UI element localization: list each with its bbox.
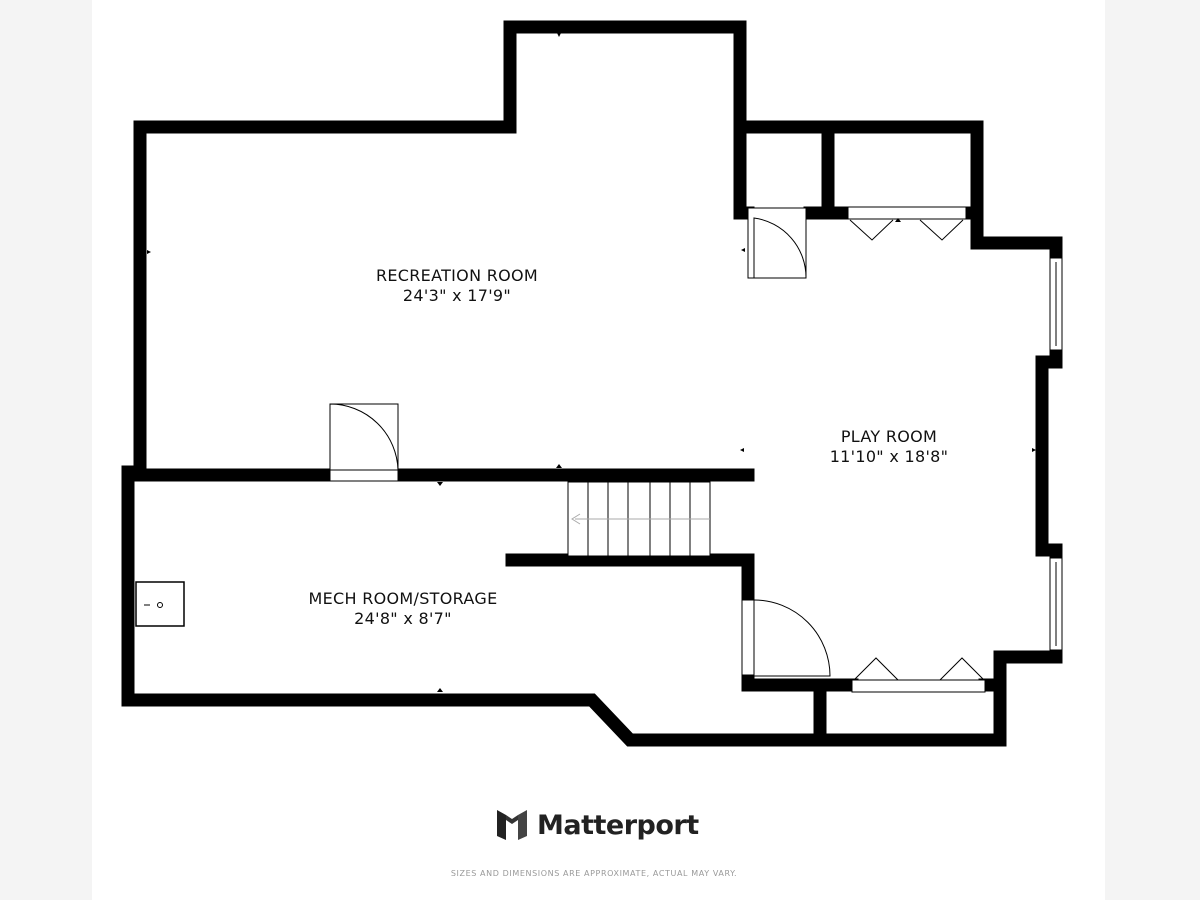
stair-wall — [505, 553, 755, 607]
bifold-door-top[interactable] — [847, 206, 967, 220]
door-swing — [753, 217, 807, 279]
windows — [1049, 257, 1063, 651]
disclaimer: SIZES AND DIMENSIONS ARE APPROXIMATE, AC… — [450, 869, 738, 878]
room-name: PLAY ROOM — [840, 427, 938, 446]
room-label-play: PLAY ROOM 11'10" x 18'8" — [830, 427, 949, 467]
bifold-door-bottom[interactable] — [851, 679, 986, 693]
east-wall — [1035, 343, 1063, 565]
room-label-mech: MECH ROOM/STORAGE 24'8" x 8'7" — [309, 589, 498, 629]
walls — [121, 20, 1063, 747]
stairs — [567, 481, 711, 557]
closet-wall-top — [733, 120, 1063, 265]
door-recreation[interactable] — [329, 403, 399, 482]
doors — [329, 206, 986, 693]
room-label-recreation: RECREATION ROOM 24'3" x 17'9" — [376, 266, 538, 306]
outer-wall-top — [133, 20, 747, 477]
sink — [135, 581, 185, 627]
southeast-wall — [121, 465, 1063, 747]
matterport-logo-icon — [497, 810, 527, 840]
door-playroom[interactable] — [741, 599, 755, 676]
brand-name: Matterport — [537, 809, 699, 841]
door-closet[interactable] — [747, 207, 807, 279]
measure-markers — [147, 33, 1036, 692]
matterport-logo: Matterport — [495, 808, 699, 842]
room-name: MECH ROOM/STORAGE — [308, 589, 498, 608]
floor-plan-sheet — [92, 0, 1105, 900]
room-name: RECREATION ROOM — [375, 266, 539, 285]
room-dimensions: 24'8" x 8'7" — [354, 609, 452, 628]
door-swing — [329, 403, 399, 471]
room-dimensions: 11'10" x 18'8" — [829, 447, 949, 466]
door-swing — [753, 599, 831, 677]
room-dimensions: 24'3" x 17'9" — [402, 286, 512, 305]
